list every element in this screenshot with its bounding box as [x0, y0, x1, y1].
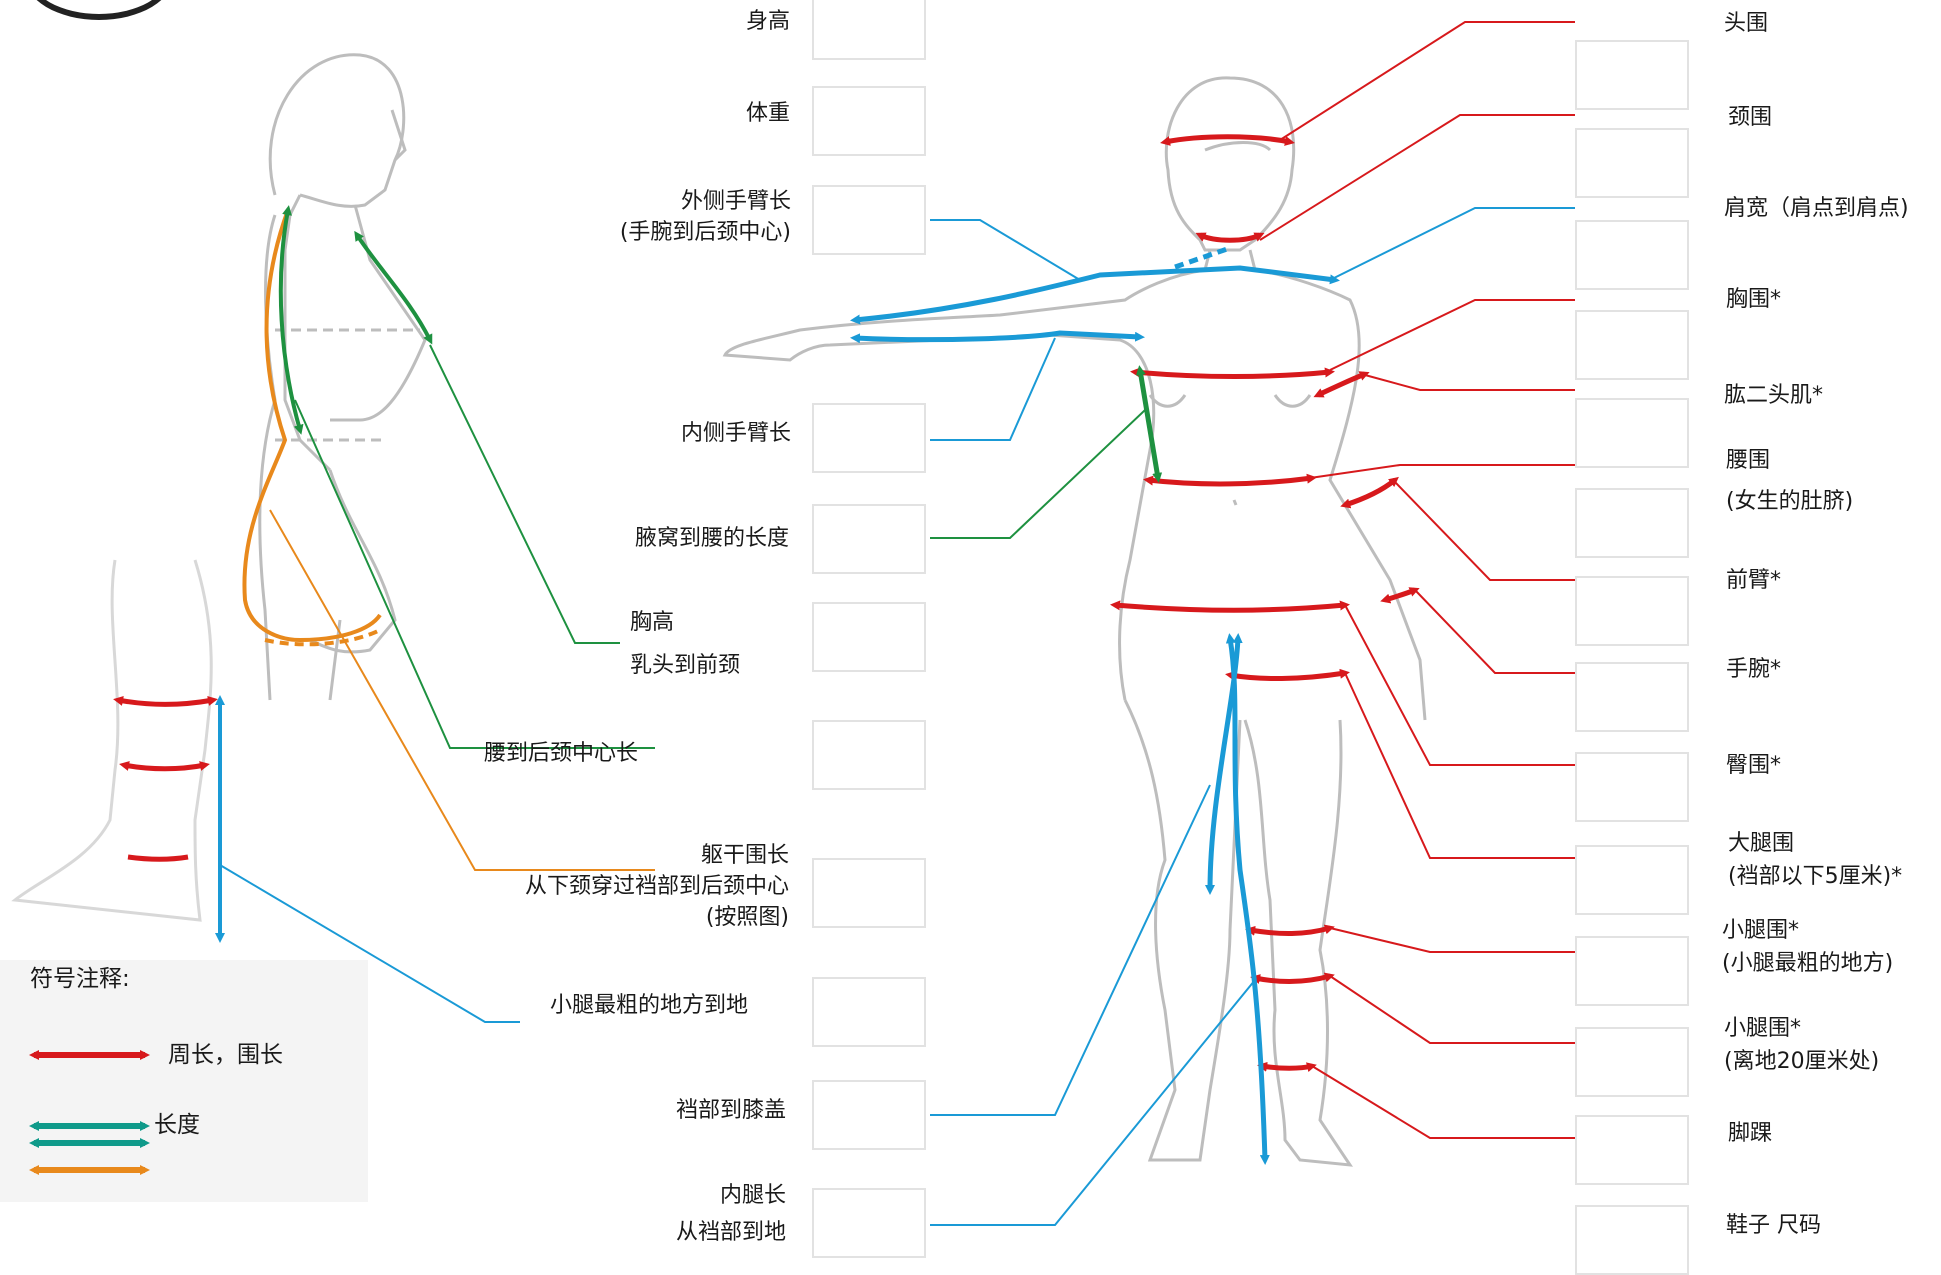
wrist-circ: [1380, 587, 1420, 604]
input-box-weight[interactable]: [812, 86, 926, 156]
neck-dashed-blue: [1174, 245, 1231, 270]
label-calf-floor: 小腿最粗的地方到地: [550, 993, 749, 1018]
label-calf-20: 小腿围*(离地20厘米处): [1724, 1016, 1880, 1074]
legend-swatches: [29, 1050, 150, 1175]
input-box-calf[interactable]: [1575, 936, 1689, 1006]
label-outer-arm: 外侧手臂长(手腕到后颈中心): [619, 189, 791, 245]
label-shoe: 鞋子 尺码: [1726, 1213, 1821, 1238]
input-box-inseam[interactable]: [812, 1188, 926, 1258]
inner-arm-arrow: [850, 330, 1145, 344]
input-box-calf-floor[interactable]: [812, 977, 926, 1047]
label-waist-neck: 腰到后颈中心长: [484, 741, 639, 766]
label-ankle: 脚踝: [1728, 1121, 1773, 1146]
input-box-crotch-knee[interactable]: [812, 1080, 926, 1150]
armpit-waist-arrow: [1135, 365, 1163, 483]
leader-lines-left: [219, 219, 1256, 1226]
label-forearm: 前臂*: [1726, 568, 1782, 593]
legend-panel: [0, 960, 368, 1202]
input-box-head[interactable]: [1575, 40, 1689, 110]
input-box-thigh[interactable]: [1575, 845, 1689, 915]
input-box-armpit-waist[interactable]: [812, 504, 926, 574]
label-bust-height: 胸高乳头到前颈: [630, 610, 741, 678]
input-box-shoe[interactable]: [1575, 1205, 1689, 1275]
legend-circumference-label: 周长，围长: [168, 1042, 283, 1068]
input-box-shoulder[interactable]: [1575, 220, 1689, 290]
side-back-curve: [242, 209, 382, 643]
input-box-bicep[interactable]: [1575, 398, 1689, 468]
calf-circ-1: [113, 695, 218, 707]
input-box-hip[interactable]: [1575, 752, 1689, 822]
input-box-calf-20[interactable]: [1575, 1027, 1689, 1097]
label-shoulder: 肩宽（肩点到肩点): [1724, 196, 1909, 221]
input-box-outer-arm[interactable]: [812, 185, 926, 255]
label-neck: 颈围: [1728, 105, 1773, 130]
side-green-back: [278, 205, 304, 435]
label-bicep: 肱二头肌*: [1724, 383, 1824, 408]
legend-length-label: 长度: [154, 1112, 200, 1138]
bicep-circ: [1313, 371, 1370, 398]
label-wrist: 手腕*: [1726, 657, 1782, 682]
label-weight: 体重: [745, 101, 790, 126]
input-box-height[interactable]: [812, 0, 926, 60]
input-box-waist-neck[interactable]: [812, 720, 926, 790]
label-armpit-waist: 腋窝到腰的长度: [634, 526, 789, 551]
input-box-inner-arm[interactable]: [812, 403, 926, 473]
label-inseam: 内腿长从裆部到地: [675, 1183, 786, 1245]
leader-lines-right: [1259, 21, 1575, 1139]
hip-circ: [1110, 600, 1350, 613]
input-box-forearm[interactable]: [1575, 576, 1689, 646]
input-box-ankle[interactable]: [1575, 1115, 1689, 1185]
input-box-neck[interactable]: [1575, 128, 1689, 198]
input-box-waist[interactable]: [1575, 488, 1689, 558]
forearm-circ: [1340, 476, 1399, 509]
ankle-circ-front: [1257, 1061, 1317, 1073]
thigh-circ: [1225, 668, 1350, 682]
side-green-front: [354, 230, 433, 345]
calf-circ-2: [119, 761, 210, 772]
label-crotch-knee: 裆部到膝盖: [675, 1098, 786, 1123]
calf20-circ: [1250, 972, 1335, 985]
label-torso-girth: 躯干围长从下颈穿过裆部到后颈中心(按照图): [524, 843, 789, 930]
side-crotch-dashed: [264, 628, 381, 647]
neck-circ: [1195, 232, 1265, 243]
label-inner-arm: 内侧手臂长: [680, 421, 791, 446]
head-circ: [1160, 134, 1295, 146]
label-chest: 胸围*: [1726, 287, 1782, 312]
calf-circ: [1245, 924, 1335, 936]
outer-arm-arrow: [850, 265, 1340, 325]
inseam-arrow: [1225, 633, 1270, 1165]
label-waist: 腰围(女生的肚脐): [1726, 448, 1854, 514]
lower-leg: [11, 559, 213, 922]
ankle-circ: [127, 854, 189, 862]
chest-circ: [1130, 367, 1335, 379]
crotch-knee-arrow: [1205, 633, 1243, 895]
side-figure: [258, 53, 427, 701]
label-thigh: 大腿围(裆部以下5厘米)*: [1728, 831, 1903, 889]
label-calf: 小腿围*(小腿最粗的地方): [1722, 918, 1894, 976]
input-box-wrist[interactable]: [1575, 662, 1689, 732]
label-hip: 臀围*: [1726, 753, 1782, 778]
legend-title: 符号注释:: [30, 966, 130, 992]
label-height: 身高: [745, 9, 790, 34]
input-box-chest[interactable]: [1575, 310, 1689, 380]
waist-circ: [1143, 473, 1317, 487]
input-box-torso-girth[interactable]: [812, 858, 926, 928]
input-box-bust-height[interactable]: [812, 602, 926, 672]
label-head: 头围: [1724, 11, 1769, 36]
